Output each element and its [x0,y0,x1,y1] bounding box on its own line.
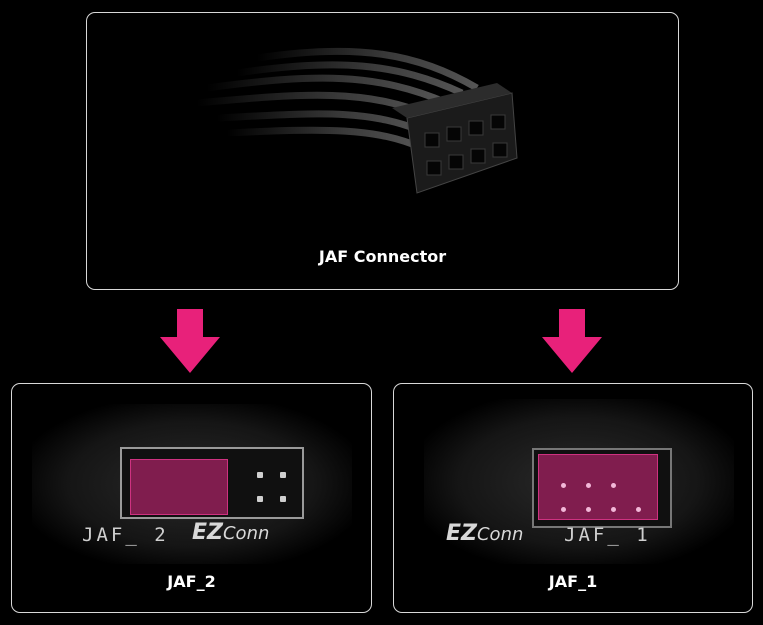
jaf2-header-panel: JAF_ 2 EZConn JAF_2 [11,383,372,613]
down-arrow-icon [160,309,220,373]
jaf-connector-image [197,47,518,194]
ezconn-logo: EZConn [446,521,524,546]
jaf2-highlight [130,459,228,515]
jaf2-silkscreen-label: JAF_ 2 [82,524,169,546]
down-arrow-icon [542,309,602,373]
jaf1-header-panel: EZConn JAF_ 1 JAF_1 [393,383,753,613]
jaf1-silkscreen-label: JAF_ 1 [564,524,651,546]
jaf-connector-panel: JAF Connector [86,12,679,290]
ezconn-logo: EZConn [192,520,270,545]
jaf-connector-caption: JAF Connector [318,247,447,266]
jaf2-caption: JAF_2 [167,572,216,591]
jaf1-caption: JAF_1 [548,572,598,591]
